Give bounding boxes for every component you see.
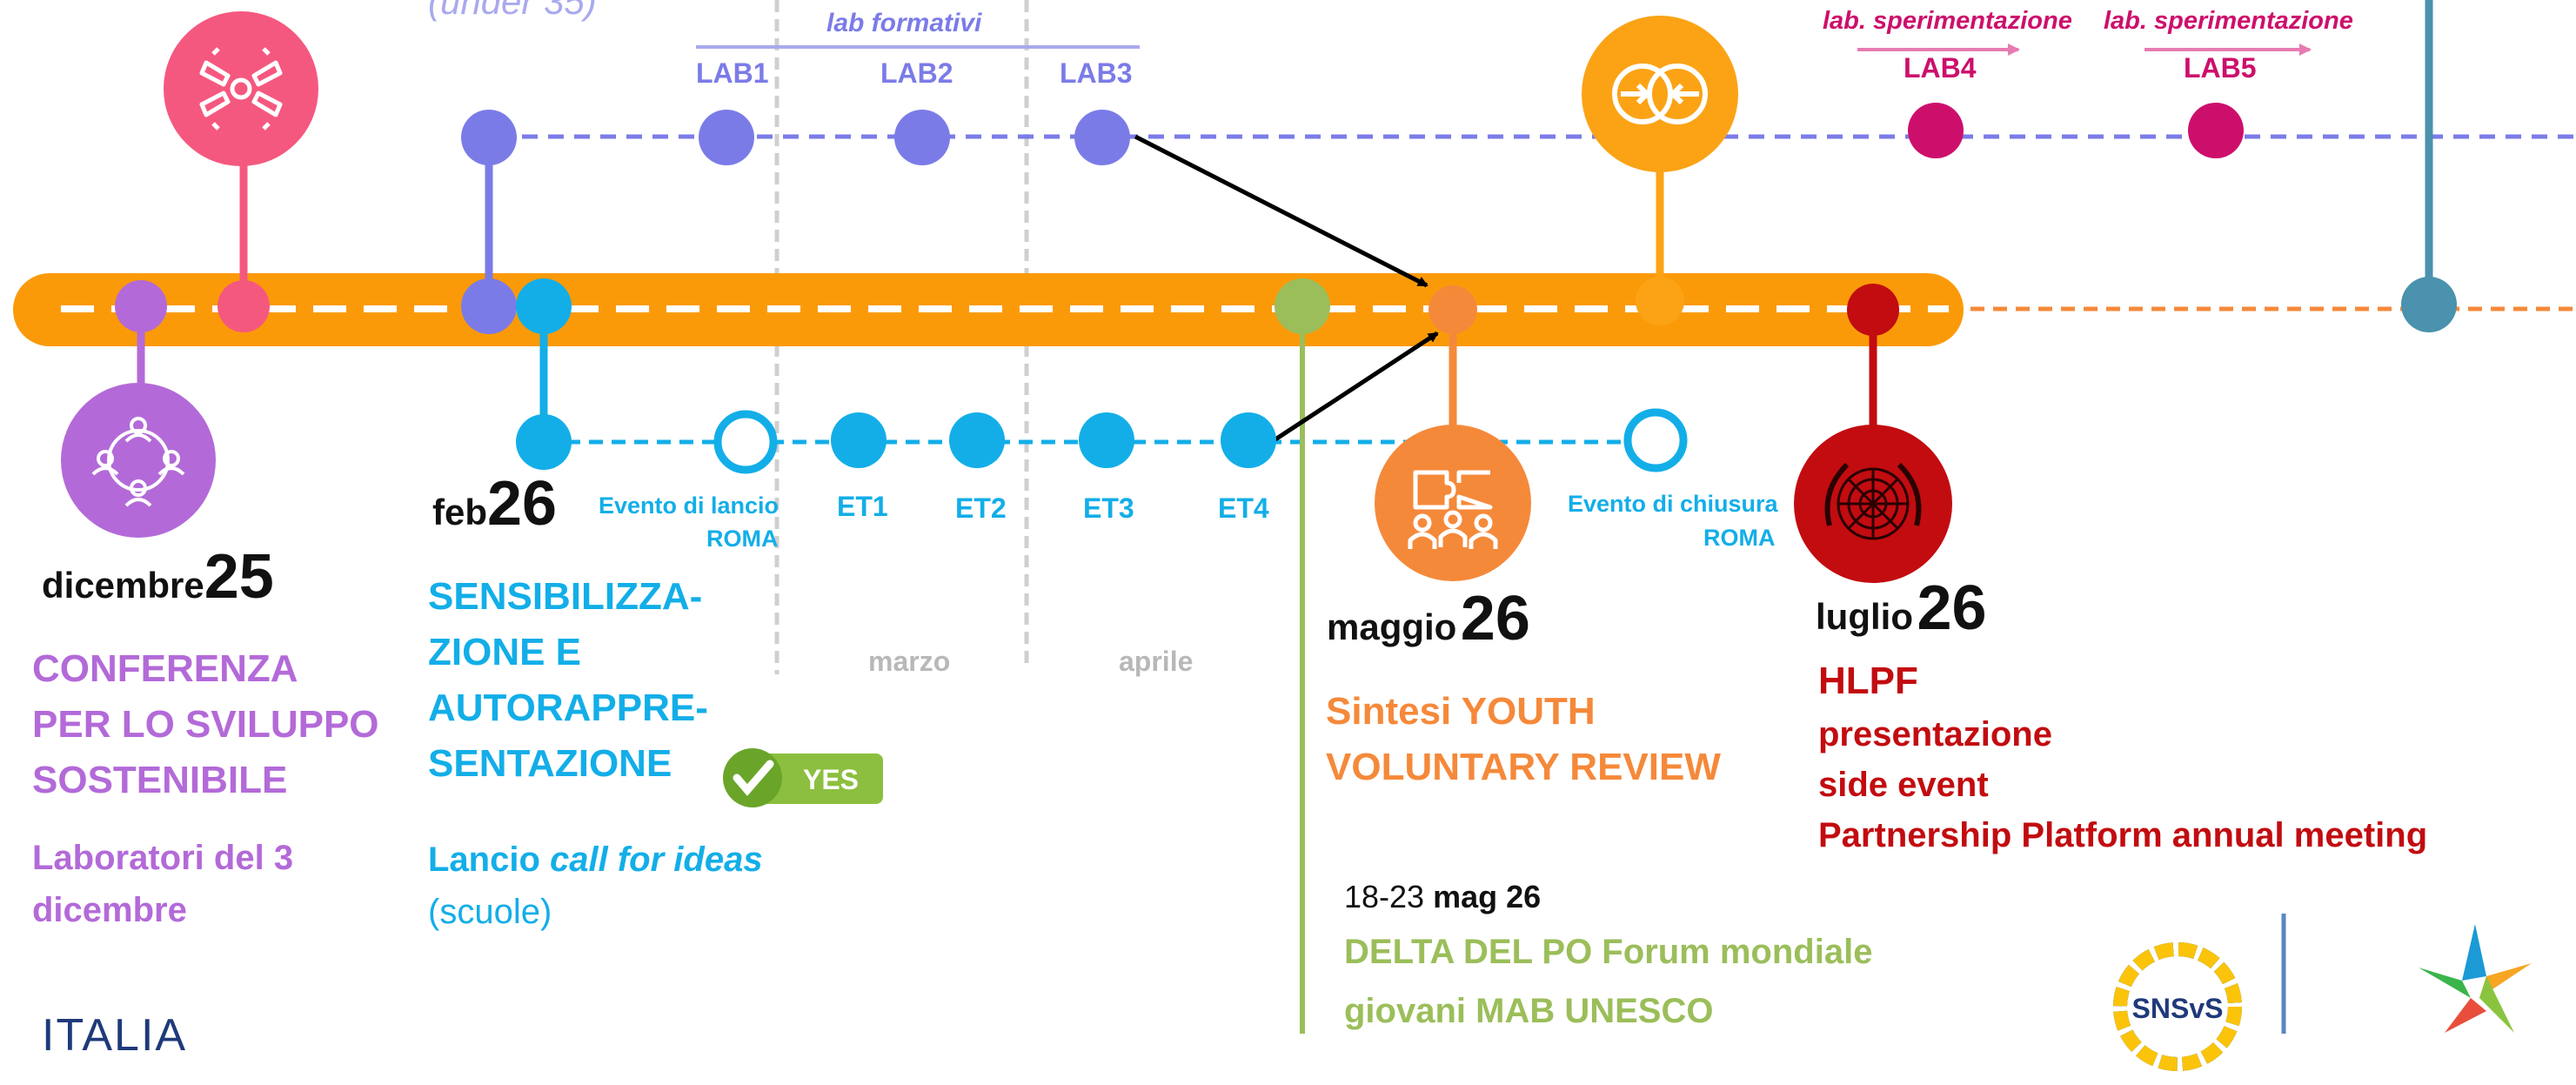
- under35-label: (under 35): [428, 0, 597, 22]
- dicembre-sub-1: Laboratori del 3: [32, 839, 294, 877]
- dicembre-date: dicembre25: [42, 541, 274, 613]
- launch-event-label-2: ROMA: [706, 526, 779, 552]
- feb-schools: (scuole): [428, 893, 552, 931]
- dicembre-title-2: PER LO SVILUPPO: [32, 703, 379, 746]
- lab1-dot: [699, 110, 754, 165]
- et2-label: ET2: [955, 492, 1007, 524]
- delta-dot: [1275, 278, 1330, 334]
- lab2-dot: [894, 110, 950, 165]
- lab3-dot: [1074, 110, 1130, 165]
- luglio-date-word: luglio: [1816, 596, 1913, 637]
- snsvs-text: SNSvS: [2132, 993, 2224, 1024]
- close-event-ring: [1623, 408, 1688, 472]
- youth-collaboration-icon: [1375, 425, 1531, 581]
- yes-label: YES: [803, 764, 859, 795]
- timeline-graphics: [13, 0, 2576, 1034]
- lab4-dot: [1908, 103, 1964, 158]
- month-aprile: aprile: [1119, 646, 1194, 677]
- et1-dot: [831, 412, 887, 468]
- lab2-label: LAB2: [880, 57, 953, 89]
- luglio-title-1: HLPF: [1818, 660, 1918, 702]
- dicembre-title-1: CONFERENZA: [32, 647, 298, 690]
- lab-sperimentazione-2-label: lab. sperimentazione: [2104, 7, 2353, 35]
- feb-title-3: AUTORAPPRE-: [428, 686, 708, 729]
- maggio-date: maggio 26: [1327, 583, 1530, 654]
- maggio-date-num: 26: [1460, 584, 1530, 653]
- pink-dot: [217, 280, 270, 332]
- yes-checkmark-icon: YES: [718, 741, 892, 814]
- lavender-top-dot: [461, 110, 517, 165]
- launch-event-label-1: Evento di lancio: [599, 492, 779, 519]
- feb-title-1: SENSIBILIZZA-: [428, 575, 703, 618]
- lab5-dot: [2188, 103, 2244, 158]
- maggio-title-1: Sintesi YOUTH: [1326, 690, 1596, 733]
- launch-event-ring: [713, 410, 778, 474]
- et4-to-review-arrow: [1274, 331, 1439, 442]
- star-logo-icon: [2410, 915, 2540, 1037]
- amber-dot: [1636, 277, 1684, 325]
- feb-title-2: ZIONE E: [428, 631, 582, 673]
- feb-title-4: SENTAZIONE: [428, 742, 672, 785]
- united-nations-emblem-icon: [1794, 425, 1952, 583]
- et4-dot: [1221, 412, 1276, 468]
- lab3-label: LAB3: [1060, 57, 1133, 89]
- snsvs-logo: SNSvS: [2104, 933, 2251, 1081]
- feb-call-italic: call for ideas: [550, 841, 763, 879]
- feb-call: Lancio call for ideas: [428, 841, 763, 880]
- lavender-bar-dot: [461, 278, 517, 334]
- delta-title-2: giovani MAB UNESCO: [1344, 992, 1714, 1030]
- et4-label: ET4: [1218, 492, 1269, 524]
- lab-formativi-label: lab formativi: [826, 9, 982, 37]
- delta-title-1: DELTA DEL PO Forum mondiale: [1344, 933, 1873, 971]
- maggio-date-word: maggio: [1327, 606, 1457, 647]
- maggio-title-2: VOLUNTARY REVIEW: [1326, 746, 1721, 788]
- et1-label: ET1: [837, 491, 888, 522]
- people-network-icon: [61, 383, 216, 538]
- dicembre-sub-2: dicembre: [32, 891, 187, 929]
- feb-dot: [516, 278, 572, 334]
- italia-label: ITALIA: [42, 1010, 188, 1061]
- lab-sperimentazione-1-label: lab. sperimentazione: [1823, 7, 2072, 35]
- delta-dates: 18-23 mag 26: [1344, 879, 1541, 915]
- et3-dot: [1079, 412, 1134, 468]
- close-event-label-2: ROMA: [1703, 525, 1776, 551]
- feb-date-word: feb: [432, 492, 487, 532]
- teal-dot: [2401, 277, 2457, 332]
- month-marzo: marzo: [868, 646, 951, 677]
- maggio-dot: [1429, 285, 1477, 334]
- dicembre-dot: [115, 280, 167, 332]
- lab3-to-review-arrow: [1134, 134, 1429, 288]
- hands-circle-icon: [164, 11, 318, 166]
- lab1-label: LAB1: [696, 57, 769, 89]
- luglio-title-4: Partnership Platform annual meeting: [1818, 816, 2428, 854]
- delta-dates-prefix: 18-23: [1344, 879, 1434, 914]
- feb-track-dot: [516, 414, 572, 470]
- feb-date-num: 26: [487, 469, 558, 539]
- et2-dot: [949, 412, 1005, 468]
- dicembre-date-num: 25: [204, 542, 274, 612]
- feb-call-prefix: Lancio: [428, 841, 551, 879]
- lab5-label: LAB5: [2184, 52, 2257, 84]
- close-event-label-1: Evento di chiusura: [1568, 491, 1778, 517]
- feb-date: feb26: [432, 468, 557, 539]
- lab4-label: LAB4: [1904, 52, 1977, 84]
- dicembre-date-word: dicembre: [42, 565, 204, 606]
- luglio-dot: [1847, 284, 1899, 336]
- merge-arrows-icon: [1582, 16, 1738, 172]
- luglio-title-2: presentazione: [1818, 715, 2052, 753]
- luglio-date-num: 26: [1917, 573, 1987, 643]
- delta-dates-bold: mag 26: [1433, 879, 1542, 914]
- dicembre-title-3: SOSTENIBILE: [32, 759, 288, 801]
- luglio-title-3: side event: [1818, 766, 1989, 804]
- et3-label: ET3: [1083, 492, 1134, 524]
- luglio-date: luglio 26: [1816, 573, 1987, 644]
